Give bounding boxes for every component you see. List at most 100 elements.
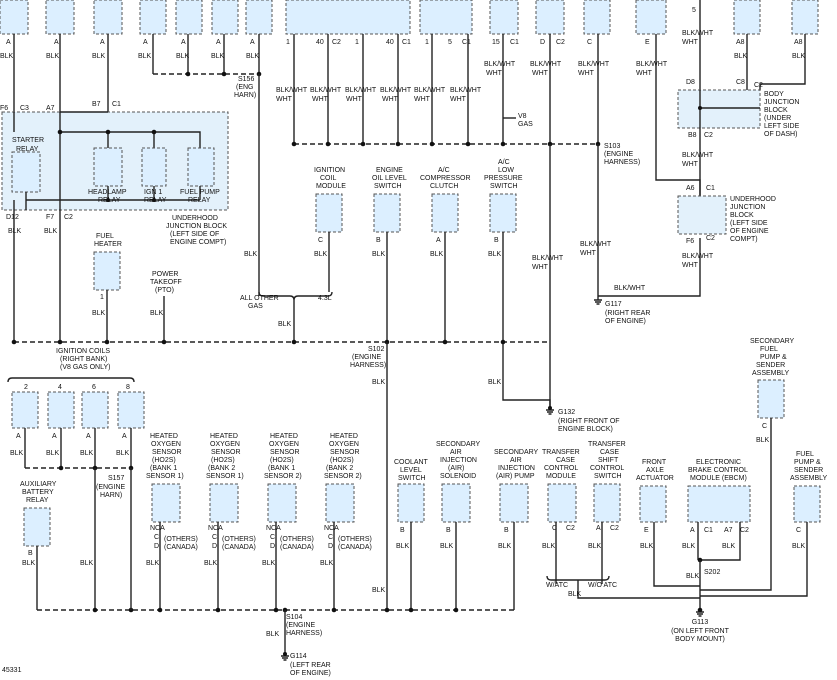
svg-text:BLK/WHT: BLK/WHT bbox=[484, 61, 516, 68]
svg-text:INJECTION: INJECTION bbox=[498, 465, 535, 472]
svg-text:SENSOR: SENSOR bbox=[211, 449, 241, 456]
svg-text:SENSOR 2): SENSOR 2) bbox=[264, 473, 302, 480]
svg-text:A: A bbox=[16, 433, 21, 440]
svg-text:A: A bbox=[216, 39, 221, 46]
svg-text:5: 5 bbox=[692, 7, 696, 14]
svg-text:UNDERHOOD: UNDERHOOD bbox=[730, 196, 776, 203]
svg-text:(RIGHT REAR: (RIGHT REAR bbox=[605, 310, 650, 317]
svg-text:BLK/WHT: BLK/WHT bbox=[276, 87, 308, 94]
svg-text:C1: C1 bbox=[706, 185, 715, 192]
svg-text:SENSOR 1): SENSOR 1) bbox=[206, 473, 244, 480]
svg-text:C2: C2 bbox=[566, 525, 575, 532]
svg-text:C1: C1 bbox=[510, 39, 519, 46]
svg-text:C1: C1 bbox=[402, 39, 411, 46]
svg-text:A7: A7 bbox=[724, 527, 733, 534]
svg-text:BLK: BLK bbox=[440, 543, 454, 550]
svg-text:C: C bbox=[587, 39, 592, 46]
svg-text:15: 15 bbox=[492, 39, 500, 46]
headlamp-relay bbox=[93, 147, 123, 187]
svg-text:FRONT: FRONT bbox=[642, 459, 667, 466]
svg-text:SENDER: SENDER bbox=[794, 467, 823, 474]
ignition-coils: IGNITION COILS (RIGHT BANK) (V8 GAS ONLY… bbox=[7, 348, 145, 468]
svg-text:F6: F6 bbox=[0, 105, 8, 112]
svg-text:B8: B8 bbox=[688, 132, 697, 139]
svg-text:INJECTION: INJECTION bbox=[440, 457, 477, 464]
svg-text:C2: C2 bbox=[332, 39, 341, 46]
svg-text:S104: S104 bbox=[286, 614, 302, 621]
svg-text:BLK: BLK bbox=[80, 450, 94, 457]
svg-text:C1: C1 bbox=[462, 39, 471, 46]
engine-oil-level-switch: ENGINE OIL LEVEL SWITCH B BLK bbox=[372, 167, 407, 342]
ign1-relay bbox=[141, 147, 167, 187]
svg-text:COMPT): COMPT) bbox=[730, 236, 758, 243]
ho2s-b2s1: HEATED OXYGEN SENSOR (HO2S) (BANK 2 SENS… bbox=[204, 433, 256, 610]
svg-text:UNDERHOOD: UNDERHOOD bbox=[172, 215, 218, 222]
svg-text:A7: A7 bbox=[46, 105, 55, 112]
svg-text:A: A bbox=[52, 433, 57, 440]
svg-text:CLUTCH: CLUTCH bbox=[430, 183, 458, 190]
svg-text:HEADLAMP: HEADLAMP bbox=[88, 189, 127, 196]
svg-text:BLK: BLK bbox=[10, 450, 24, 457]
svg-text:BLK/WHT: BLK/WHT bbox=[682, 152, 714, 159]
svg-text:HARNESS): HARNESS) bbox=[604, 159, 640, 166]
svg-text:BLK: BLK bbox=[488, 379, 502, 386]
svg-text:SENSOR 1): SENSOR 1) bbox=[146, 473, 184, 480]
svg-text:BLK: BLK bbox=[138, 53, 152, 60]
svg-text:C: C bbox=[318, 237, 323, 244]
svg-text:WHT: WHT bbox=[486, 70, 503, 77]
svg-text:(ENGINE: (ENGINE bbox=[604, 151, 634, 158]
svg-text:MODULE (EBCM): MODULE (EBCM) bbox=[690, 475, 747, 482]
ac-compressor-clutch: A/C COMPRESSOR CLUTCH A BLK bbox=[420, 167, 471, 342]
svg-text:C: C bbox=[212, 534, 217, 541]
svg-text:C: C bbox=[328, 534, 333, 541]
svg-text:FUEL: FUEL bbox=[760, 346, 778, 353]
svg-text:OXYGEN: OXYGEN bbox=[151, 441, 181, 448]
svg-text:S102: S102 bbox=[368, 346, 384, 353]
svg-text:BLK: BLK bbox=[246, 53, 260, 60]
svg-text:OXYGEN: OXYGEN bbox=[329, 441, 359, 448]
svg-text:A: A bbox=[143, 39, 148, 46]
svg-text:1: 1 bbox=[425, 39, 429, 46]
svg-text:NCA: NCA bbox=[150, 525, 165, 532]
svg-text:COIL: COIL bbox=[320, 175, 336, 182]
svg-text:5: 5 bbox=[448, 39, 452, 46]
svg-text:D: D bbox=[212, 543, 217, 550]
svg-text:HARNESS): HARNESS) bbox=[350, 362, 386, 369]
svg-text:BLK: BLK bbox=[46, 53, 60, 60]
svg-text:FUEL: FUEL bbox=[96, 233, 114, 240]
svg-text:BODY: BODY bbox=[764, 91, 784, 98]
ground-g117: G117 (RIGHT REAR OF ENGINE) bbox=[594, 299, 650, 325]
coolant-level-switch: COOLANT LEVEL SWITCH B BLK bbox=[394, 459, 429, 610]
svg-text:C: C bbox=[270, 534, 275, 541]
svg-text:COOLANT: COOLANT bbox=[394, 459, 429, 466]
svg-text:A: A bbox=[181, 39, 186, 46]
svg-text:OF ENGINE): OF ENGINE) bbox=[605, 318, 646, 325]
svg-text:BLK: BLK bbox=[146, 560, 160, 567]
svg-text:OF DASH): OF DASH) bbox=[764, 131, 797, 138]
s104-dots bbox=[92, 607, 459, 613]
ground-g132: G132 (RIGHT FRONT OF ENGINE BLOCK) bbox=[546, 406, 620, 433]
svg-text:GAS: GAS bbox=[518, 121, 533, 128]
ground-g113: G113 (ON LEFT FRONT BODY MOUNT) bbox=[671, 607, 730, 643]
svg-text:JUNCTION: JUNCTION bbox=[764, 99, 799, 106]
svg-text:BLK/WHT: BLK/WHT bbox=[530, 61, 562, 68]
svg-text:4: 4 bbox=[58, 384, 62, 391]
svg-text:JUNCTION BLOCK: JUNCTION BLOCK bbox=[166, 223, 227, 230]
svg-text:CONTROL: CONTROL bbox=[544, 465, 578, 472]
svg-text:(BANK 2: (BANK 2 bbox=[326, 465, 353, 472]
svg-text:(CANADA): (CANADA) bbox=[222, 544, 256, 551]
svg-text:1: 1 bbox=[355, 39, 359, 46]
svg-text:BLK: BLK bbox=[150, 310, 164, 317]
svg-text:A: A bbox=[122, 433, 127, 440]
svg-text:TAKEOFF: TAKEOFF bbox=[150, 279, 182, 286]
svg-text:BLK: BLK bbox=[498, 543, 512, 550]
air-injection-solenoid: SECONDARY AIR INJECTION (AIR) SOLENOID B… bbox=[436, 441, 481, 610]
fuel-pump-relay bbox=[187, 147, 215, 187]
svg-text:(ON LEFT FRONT: (ON LEFT FRONT bbox=[671, 628, 730, 635]
svg-text:(HO2S): (HO2S) bbox=[270, 457, 294, 464]
svg-text:TRANSFER: TRANSFER bbox=[542, 449, 580, 456]
svg-text:(OTHERS): (OTHERS) bbox=[338, 536, 372, 543]
svg-text:OXYGEN: OXYGEN bbox=[269, 441, 299, 448]
svg-text:BLK: BLK bbox=[756, 437, 770, 444]
